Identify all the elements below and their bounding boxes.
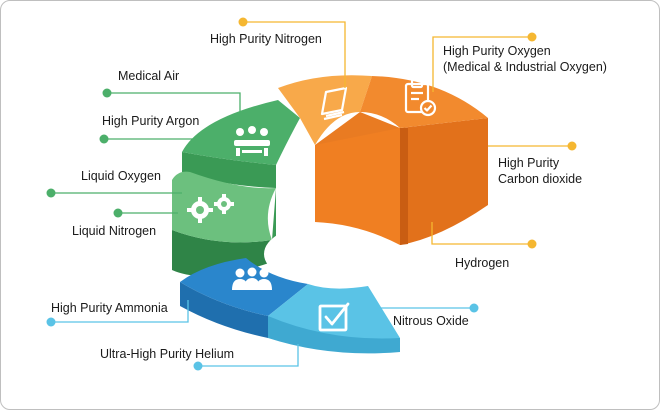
label-nitrogen: High Purity Nitrogen: [210, 32, 322, 46]
label-co2-line2: Carbon dioxide: [498, 172, 583, 186]
orange-segment-inner: [315, 128, 400, 245]
co2-dot: [567, 141, 577, 151]
cyan-segment-top: [268, 284, 400, 339]
label-liquid-nitrogen: Liquid Nitrogen: [72, 224, 157, 238]
clipboard-check-icon: [404, 78, 437, 117]
helium-dot: [193, 361, 203, 371]
medical-air-dot: [102, 88, 112, 98]
label-ammonia: High Purity Ammonia: [51, 301, 168, 315]
orange-segment-side: [400, 118, 488, 245]
argon-dot: [99, 134, 109, 144]
oxygen-dot: [527, 32, 537, 42]
green-segment-upper-side: [182, 152, 276, 188]
blue-segment-side: [180, 282, 268, 338]
label-liquid-oxygen: Liquid Oxygen: [81, 169, 161, 183]
label-argon: High Purity Argon: [102, 114, 200, 128]
cyan-leaders: [51, 300, 474, 367]
liquid-nitrogen-dot: [113, 208, 123, 218]
ammonia-dot: [46, 317, 56, 327]
gears-icon: [187, 194, 234, 223]
orange-segment-top-left: [278, 75, 372, 145]
green-leaders: [51, 92, 241, 214]
meeting-people-icon: [234, 126, 270, 156]
nitrogen-dot: [238, 17, 248, 27]
label-oxygen-line2: (Medical & Industrial Oxygen): [443, 60, 607, 74]
cyan-segment: [268, 284, 400, 354]
orange-segment: [278, 75, 488, 245]
checkbox-icon: [318, 302, 350, 332]
label-oxygen-line1: High Purity Oxygen: [443, 44, 551, 58]
label-nitrous-oxide: Nitrous Oxide: [393, 314, 469, 328]
label-co2-line1: High Purity: [498, 156, 560, 170]
document-stack-icon: [320, 86, 348, 121]
donut-hole: [264, 224, 380, 284]
nitrous-oxide-dot: [469, 303, 479, 313]
yellow-leaders: [243, 21, 572, 245]
label-hydrogen: Hydrogen: [455, 256, 510, 270]
group-people-icon: [232, 267, 272, 290]
label-medical-air: Medical Air: [118, 69, 180, 83]
label-helium: Ultra-High Purity Helium: [100, 347, 235, 361]
liquid-oxygen-dot: [46, 188, 56, 198]
hydrogen-dot: [527, 239, 537, 249]
